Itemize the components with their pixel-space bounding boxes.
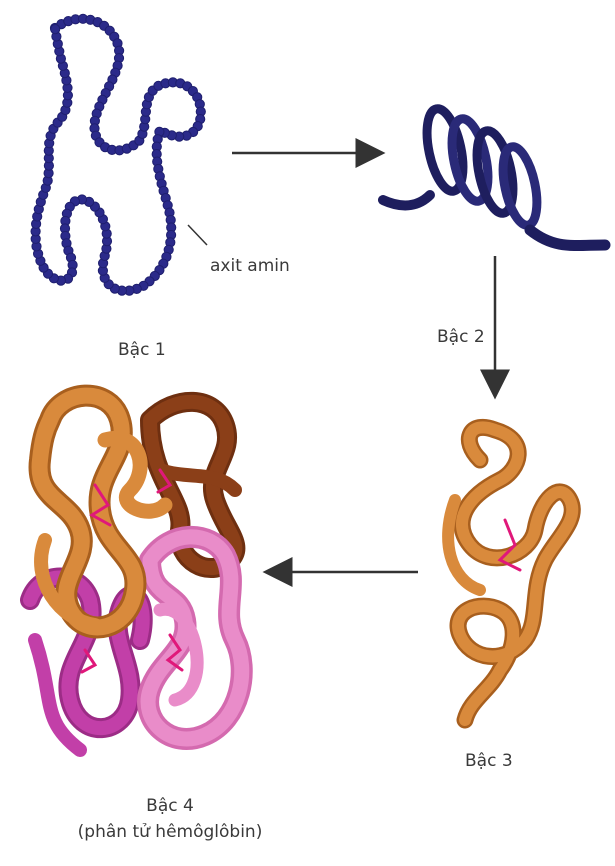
secondary-structure-helix xyxy=(383,106,605,246)
primary-structure-chain xyxy=(31,14,207,295)
level-1-label: Bậc 1 xyxy=(118,340,166,360)
level-4-note: (phân tử hêmôglôbin) xyxy=(50,822,290,842)
amino-acid-label: axit amin xyxy=(210,256,290,276)
level-3-label: Bậc 3 xyxy=(465,751,513,771)
amino-acid-beads xyxy=(31,14,205,295)
amino-acid-bead xyxy=(51,25,60,34)
quaternary-structure-hemoglobin xyxy=(30,396,242,750)
tertiary-structure-fold xyxy=(448,427,572,720)
level-4-label: Bậc 4 xyxy=(70,796,270,816)
amino-acid-pointer xyxy=(188,225,207,245)
level-2-label: Bậc 2 xyxy=(437,327,485,347)
